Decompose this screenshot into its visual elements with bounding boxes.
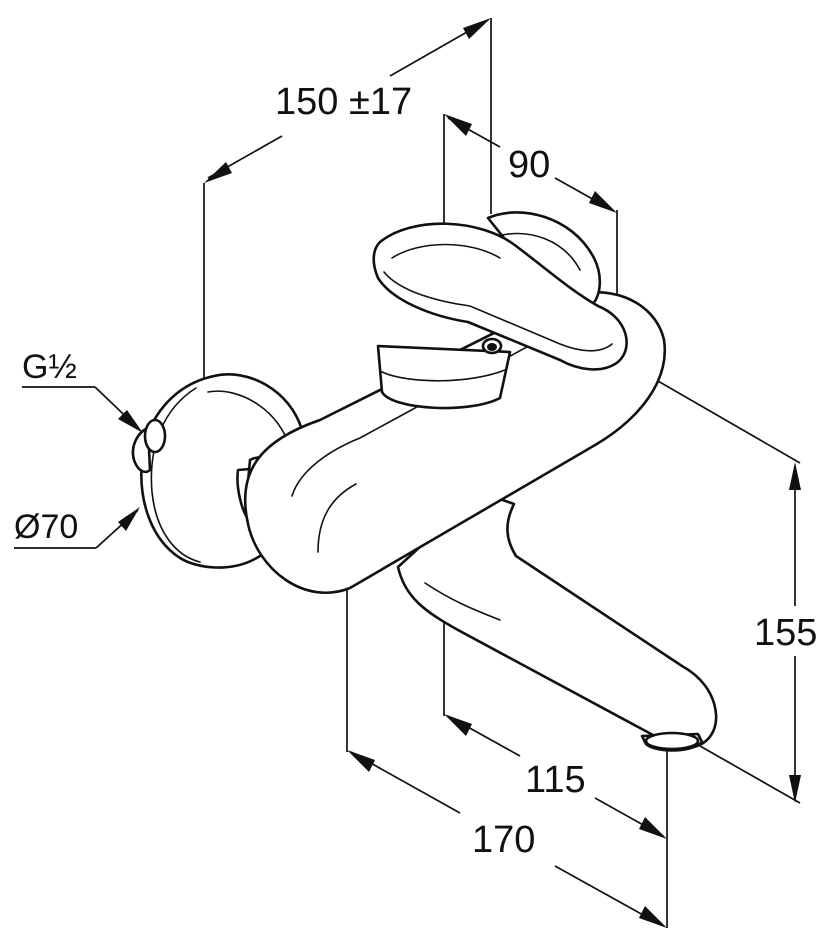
- dimension-label-115: 115: [525, 759, 586, 801]
- faucet-body: [131, 211, 718, 752]
- dimension-155: 155: [754, 462, 817, 803]
- lever-end-cap: [486, 211, 602, 308]
- cartridge-housing: [376, 344, 512, 410]
- lever-handle: [372, 222, 628, 371]
- dimension-label-155: 155: [754, 612, 817, 654]
- dimension-label-150: 150 ±17: [275, 81, 412, 123]
- thread-label: G½: [22, 348, 143, 433]
- thread-label-text: G½: [22, 348, 77, 386]
- diameter-label-text: Ø70: [14, 508, 78, 546]
- dimension-170: 170: [347, 750, 667, 928]
- dimension-150: 150 ±17: [204, 18, 491, 183]
- spout: [396, 490, 718, 749]
- dimension-label-170: 170: [472, 819, 535, 861]
- dimension-90: 90: [444, 114, 617, 213]
- dimension-label-90: 90: [508, 144, 550, 186]
- diameter-label: Ø70: [14, 507, 140, 549]
- dimension-115: 115: [444, 714, 667, 839]
- mixer-body: [243, 290, 667, 594]
